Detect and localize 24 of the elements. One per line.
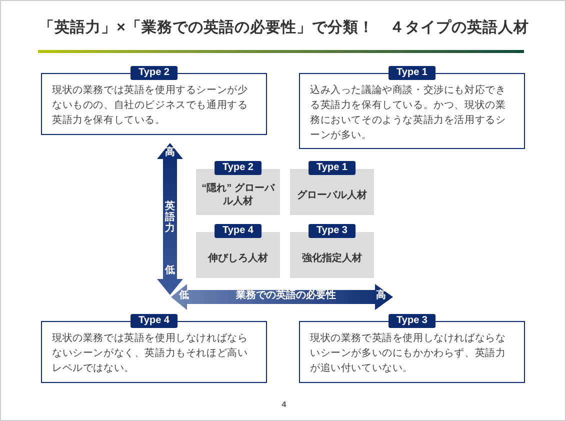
description-text: 現状の業務では英語を使用しなければならないシーンがなく、英語力もそれほど高いレベルではない。 [52, 332, 249, 376]
axis-low-label: 低 [179, 290, 189, 302]
axis-high-label: 高 [376, 290, 386, 302]
type-badge: Type 1 [388, 66, 436, 80]
quadrant-name: グローバル人材 [296, 188, 368, 202]
description-text: 込み入った議論や商談・交渉にも対応できる英語力を保有している。かつ、現状の業務においてそのような英語力を活用するシーンが多い。 [310, 84, 507, 143]
type-badge: Type 3 [308, 224, 356, 238]
type-badge: Type 2 [130, 66, 178, 80]
title: 「英語力」×「業務での英語の必要性」で分類！ ４タイプの英語人材 [38, 18, 530, 38]
type-badge: Type 1 [308, 161, 356, 175]
axis-title: 業務での英語の必要性 [235, 290, 337, 302]
type-badge: Type 4 [214, 224, 262, 238]
axis-title: 英語力 [165, 201, 175, 234]
description-text: 現状の業務では英語を使用するシーンが少ないものの、自社のビジネスでも通用する英語力を保有している。 [52, 84, 249, 128]
axis-high-label: 高 [164, 147, 176, 159]
type-badge: Type 2 [214, 161, 262, 175]
type-badge: Type 4 [130, 314, 178, 328]
axis-low-label: 低 [164, 265, 176, 277]
quadrant-name: “隠れ” グローバル人材 [200, 182, 276, 208]
description-text: 現状の業務で英語を使用しなければならないシーンが多いのにもかかわらず、英語力が追い付いていない。 [310, 332, 507, 376]
page-number: 4 [280, 399, 288, 411]
type-badge: Type 3 [388, 314, 436, 328]
quadrant-name: 伸びしろ人材 [206, 252, 269, 264]
quadrant-name: 強化指定人材 [301, 252, 363, 264]
